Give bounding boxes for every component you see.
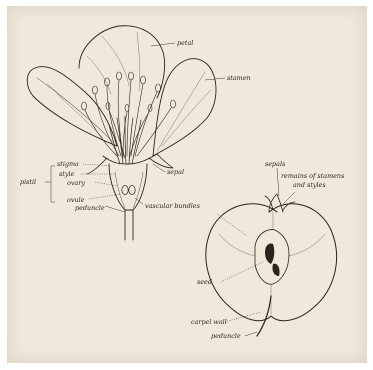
botanical-diagram: petal stamen stigma style pistil ovary o… [7, 6, 367, 363]
apple-seed [265, 243, 274, 264]
illustration-plate: petal stamen stigma style pistil ovary o… [7, 6, 367, 363]
apple-leaders [217, 168, 295, 336]
ovule-right [129, 186, 135, 195]
label-petal: petal [177, 39, 193, 47]
label-carpel-wall: carpel wall [191, 318, 227, 326]
stamen-cluster [82, 72, 176, 158]
label-ovary: ovary [67, 179, 85, 187]
flower-sepal-left [87, 158, 107, 174]
label-ovule: ovule [67, 196, 85, 204]
label-stamen: stamen [227, 74, 251, 82]
label-pistil: pistil [20, 178, 36, 186]
label-apple-peduncle: peduncle [211, 332, 241, 340]
ovary-body [109, 164, 147, 210]
label-sepal: sepal [167, 168, 184, 176]
right-petal [153, 59, 216, 156]
label-remains-line1: remains of stamens [281, 172, 345, 180]
label-flower-peduncle: peduncle [75, 204, 105, 212]
label-seed: seed [197, 278, 212, 286]
label-remains-line2: and styles [293, 181, 326, 189]
label-vascular-bundles: vascular bundles [145, 202, 201, 210]
center-petal [79, 26, 165, 98]
label-stigma: stigma [57, 160, 79, 168]
apple-drawing [206, 194, 337, 336]
flower-peduncle [125, 210, 133, 240]
apple-seed-2 [272, 264, 279, 276]
apple-stem [257, 296, 271, 336]
label-sepals: sepals [265, 160, 286, 168]
left-petal [27, 67, 117, 146]
ovule-left [122, 186, 128, 195]
label-style: style [59, 170, 75, 178]
